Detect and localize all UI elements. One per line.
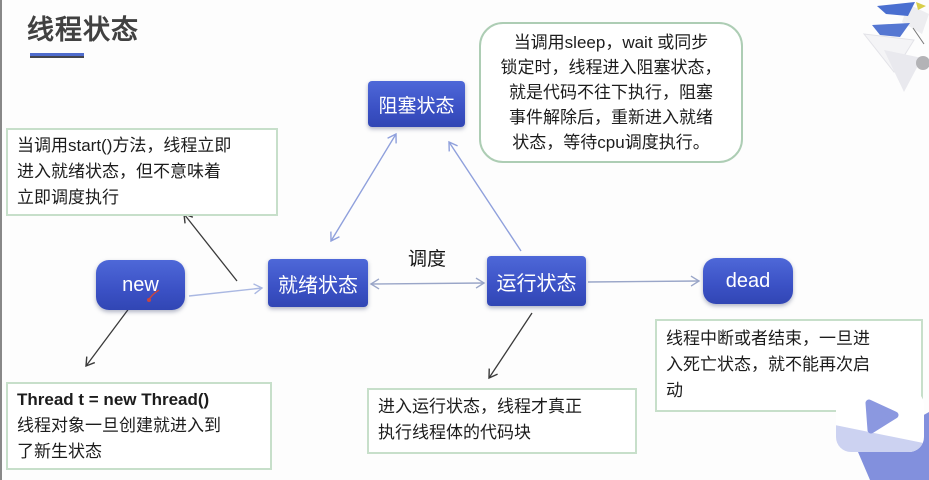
node-dead: dead [703,258,793,304]
note-start-method: 当调用start()方法，线程立即 进入就绪状态，但不意味着 立即调度执行 [6,128,278,216]
arrow-note-start [183,212,238,282]
note-line: 线程对象一旦创建就进入到 [17,416,221,435]
note-line: 立即调度执行 [17,188,119,207]
arrow-blocked-ready [330,132,397,243]
note-line: 入死亡状态，就不能再次启 [666,355,870,374]
node-blocked: 阻塞状态 [368,81,465,127]
arrow-ready-running [369,277,486,290]
note-running-state: 进入运行状态，线程才真正 执行线程体的代码块 [367,388,637,454]
code-line: Thread t = new Thread() [17,390,210,409]
arrow-note-created [85,306,131,368]
note-thread-created: Thread t = new Thread() 线程对象一旦创建就进入到 了新生… [6,382,272,470]
node-ready: 就绪状态 [268,259,368,307]
watermark-wedge [858,412,929,480]
note-line: 状态，等待cpu调度执行。 [512,133,710,152]
note-line: 进入运行状态，线程才真正 [378,397,582,416]
edge-label-schedule: 调度 [408,249,447,270]
video-edge-line [0,0,2,480]
note-line: 进入就绪状态，但不意味着 [17,162,221,181]
note-dead-state: 线程中断或者结束，一旦进 入死亡状态，就不能再次启 动 [655,319,923,412]
node-new: new [96,260,185,310]
note-line: 了新生状态 [17,442,102,461]
note-line: 锁定时，线程进入阻塞状态， [500,58,722,77]
note-line: 执行线程体的代码块 [378,423,531,442]
note-line: 当调用sleep，wait 或同步 [513,33,709,52]
title-underline [30,53,84,56]
arrow-new-to-ready [188,283,264,297]
page-title: 线程状态 [27,15,139,45]
node-running: 运行状态 [487,256,586,306]
note-line: 当调用start()方法，线程立即 [17,136,232,155]
note-line: 就是代码不往下执行，阻塞 [509,83,713,102]
note-line: 动 [666,381,683,400]
note-line: 事件解除后，重新进入就绪 [509,108,713,127]
note-line: 线程中断或者结束，一旦进 [666,329,870,348]
arrow-running-to-dead [587,275,701,287]
note-blocked-callout: 当调用sleep，wait 或同步 锁定时，线程进入阻塞状态， 就是代码不往下执… [479,22,743,163]
arrow-note-running [488,312,533,380]
